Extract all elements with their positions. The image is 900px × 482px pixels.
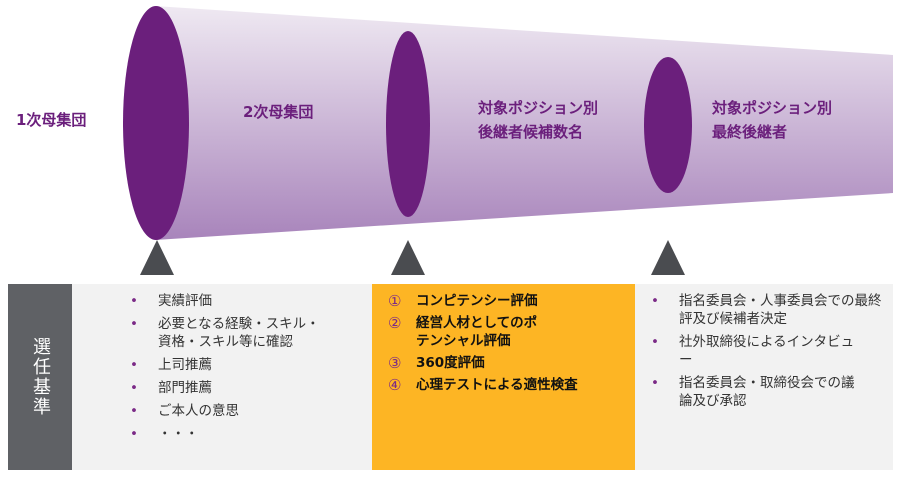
funnel-body — [155, 6, 893, 240]
stage-label-1: 1次母集団 — [16, 111, 87, 129]
list-item: ご本人の意思 — [130, 402, 372, 420]
criteria-column-3: 指名委員会・人事委員会での最終評及び候補者決定 社外取締役によるインタビュー 指… — [635, 284, 893, 470]
arrow-up-icon — [140, 240, 174, 275]
list-item: 必要となる経験・スキル・資格・スキル等に確認 — [130, 315, 328, 351]
list-item: 社外取締役によるインタビュー — [651, 333, 859, 369]
stage-label-4: 対象ポジション別 最終後継者 — [712, 99, 833, 141]
list-item: ・・・ — [130, 425, 372, 443]
list-item: 指名委員会・取締役会での議論及び承認 — [651, 374, 859, 410]
criteria-column-1: 実績評価 必要となる経験・スキル・資格・スキル等に確認 上司推薦 部門推薦 ご本… — [72, 284, 372, 470]
arrow-up-icon — [391, 240, 425, 275]
arrow-up-icon — [651, 240, 685, 275]
stage-ellipse-1 — [123, 6, 189, 240]
list-item: 部門推薦 — [130, 379, 372, 397]
funnel-graphic — [123, 6, 893, 275]
stage-ellipse-3 — [644, 57, 692, 193]
stage-label-3: 対象ポジション別 後継者候補数名 — [478, 99, 599, 141]
list-item: 実績評価 — [130, 292, 372, 310]
stage-ellipse-2 — [386, 31, 430, 217]
list-item: 上司推薦 — [130, 356, 372, 374]
stage-label-2: 2次母集団 — [243, 103, 314, 121]
criteria-label: 選任基準 — [8, 284, 72, 470]
list-item: 指名委員会・人事委員会での最終評及び候補者決定 — [651, 292, 889, 328]
